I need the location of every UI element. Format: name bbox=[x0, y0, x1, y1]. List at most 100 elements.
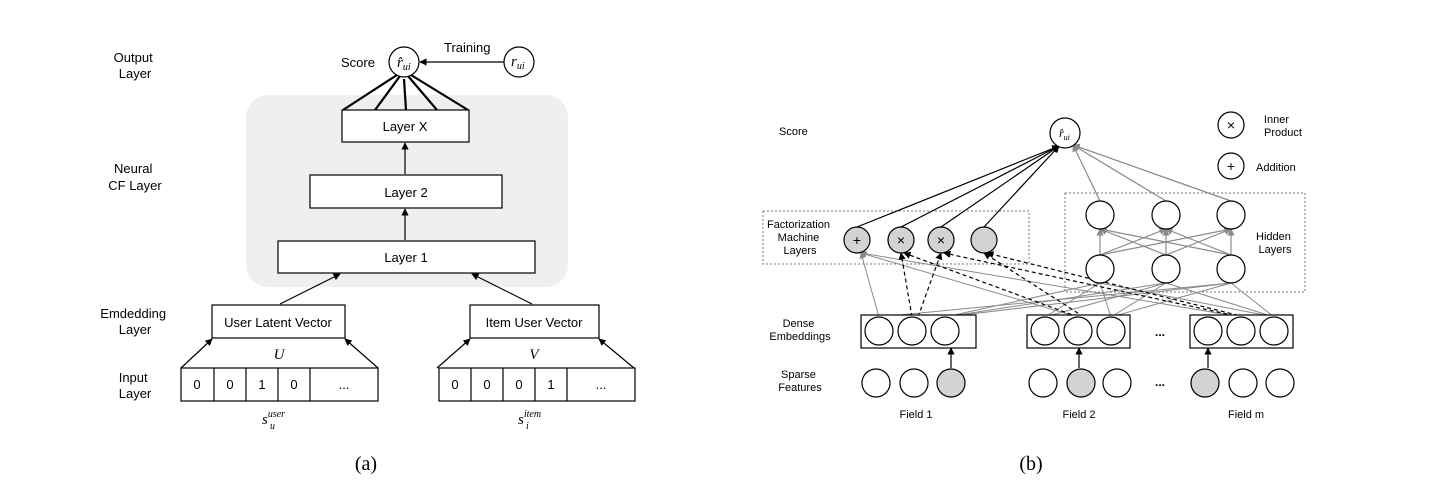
sparse-to-dense-arrows bbox=[947, 347, 1212, 368]
sparse-node-active bbox=[1190, 368, 1220, 398]
sparse-node bbox=[1228, 368, 1258, 398]
training-label: Training bbox=[444, 40, 490, 55]
fm-node-symbol: × bbox=[937, 232, 945, 248]
predicted-score-symbol: r̂ui bbox=[397, 55, 411, 73]
score-node-symbol: r̂ui bbox=[1059, 126, 1070, 142]
inner-product-edge bbox=[898, 252, 913, 318]
sparse-node-active bbox=[1066, 368, 1096, 398]
sparse-node bbox=[899, 368, 929, 398]
panel-a: Output Layer Neural CF Layer Emdedding L… bbox=[100, 40, 636, 475]
layer-x-to-score-edges bbox=[342, 74, 469, 111]
neural-cf-layer-label: Neural CF Layer bbox=[108, 161, 162, 193]
dense-to-hidden-edge bbox=[1165, 282, 1275, 318]
true-score-symbol: rui bbox=[511, 54, 525, 72]
fm-node-addition bbox=[843, 226, 871, 254]
hidden-edge bbox=[1165, 228, 1232, 256]
layer-x-label: Layer X bbox=[383, 119, 428, 134]
u-projection bbox=[180, 338, 379, 369]
user-to-layer-1-arrow bbox=[279, 273, 341, 305]
fm-layers-label: Factorization Machine Layers bbox=[767, 219, 833, 257]
dense-to-hidden-edge bbox=[1110, 282, 1232, 318]
hidden-edge bbox=[1099, 228, 1167, 256]
dense-embeddings bbox=[860, 314, 1294, 349]
hidden-node bbox=[1151, 200, 1181, 230]
field-m-label: Field m bbox=[1228, 409, 1264, 421]
embedding-layer-label: Emdedding Layer bbox=[100, 306, 169, 337]
layer-x-box bbox=[341, 109, 470, 143]
input-cell: ... bbox=[339, 377, 350, 392]
dense-to-hidden-edge bbox=[878, 282, 1232, 318]
hidden-nodes bbox=[1085, 200, 1246, 284]
inner-product-edge bbox=[943, 250, 1242, 318]
fm-to-score-edge bbox=[900, 145, 1060, 228]
score-label: Score bbox=[341, 55, 375, 70]
hidden-node bbox=[1085, 254, 1115, 284]
hidden-node bbox=[1216, 200, 1246, 230]
layer-2-box bbox=[309, 174, 503, 209]
fm-node-symbol: × bbox=[897, 232, 905, 248]
score-label-b: Score bbox=[779, 126, 808, 138]
hidden-layers-label: Hidden Layers bbox=[1256, 231, 1294, 256]
item-input-values: 0 0 0 1 ... bbox=[451, 377, 606, 392]
dense-node bbox=[1096, 316, 1126, 346]
user-input-values: 0 0 1 0 ... bbox=[193, 377, 349, 392]
dense-ellipsis: ... bbox=[1155, 325, 1165, 339]
input-cell: 1 bbox=[258, 377, 265, 392]
hidden-to-score-edge bbox=[1072, 144, 1167, 202]
input-cell: 1 bbox=[547, 377, 554, 392]
addition-legend-symbol: + bbox=[1227, 158, 1235, 174]
hidden-node bbox=[1151, 254, 1181, 284]
dense-node bbox=[1193, 316, 1223, 346]
fm-to-score-edge bbox=[983, 145, 1060, 228]
dense-node bbox=[1030, 316, 1060, 346]
fm-node-product bbox=[887, 226, 915, 254]
inner-product-edge bbox=[983, 252, 1085, 318]
v-projection bbox=[436, 338, 635, 369]
user-latent-vector-label: User Latent Vector bbox=[224, 315, 332, 330]
fm-to-score-edge bbox=[940, 145, 1060, 228]
predicted-score-node bbox=[388, 46, 420, 78]
layer-2-label: Layer 2 bbox=[384, 185, 427, 200]
hidden-to-score-edge bbox=[1072, 144, 1101, 202]
inner-product-edge bbox=[917, 252, 943, 318]
caption-a: (a) bbox=[355, 453, 377, 475]
sparse-node bbox=[861, 368, 891, 398]
item-input-vector bbox=[438, 367, 636, 402]
dense-embeddings-label: Dense Embeddings bbox=[769, 318, 831, 343]
sparse-node bbox=[1265, 368, 1295, 398]
caption-b: (b) bbox=[1019, 453, 1042, 475]
layer-1-label: Layer 1 bbox=[384, 250, 427, 265]
fm-to-score-edge bbox=[856, 145, 1060, 228]
sparse-features-label: Sparse Features bbox=[778, 369, 822, 394]
hidden-node bbox=[1085, 200, 1115, 230]
input-cell: 0 bbox=[451, 377, 458, 392]
dense-to-addition-edge bbox=[860, 251, 1079, 318]
dense-to-addition-edge bbox=[859, 252, 880, 318]
score-node bbox=[1049, 117, 1081, 149]
fm-node-product bbox=[927, 226, 955, 254]
u-label: U bbox=[274, 347, 286, 363]
v-label: V bbox=[529, 347, 540, 363]
panel-b: Score Factorization Machine Layers Hidde… bbox=[762, 111, 1306, 475]
user-latent-vector-box bbox=[211, 304, 346, 339]
field-1-label: Field 1 bbox=[899, 409, 932, 421]
addition-legend-label: Addition bbox=[1256, 162, 1296, 174]
inner-product-legend-node bbox=[1217, 111, 1245, 139]
hidden-node bbox=[1216, 254, 1246, 284]
dense-node bbox=[1259, 316, 1289, 346]
fm-node-symbol: + bbox=[853, 232, 861, 248]
fm-nodes: + × × bbox=[843, 226, 998, 254]
layer-1-box bbox=[277, 240, 536, 274]
dense-node bbox=[1063, 316, 1093, 346]
fm-node-plain bbox=[970, 226, 998, 254]
input-cell: 0 bbox=[290, 377, 297, 392]
hidden-edge bbox=[1099, 226, 1232, 256]
item-user-vector-label: Item User Vector bbox=[486, 315, 583, 330]
panel-b-edges bbox=[856, 143, 1275, 318]
hidden-layers-box bbox=[1064, 192, 1306, 293]
dense-node bbox=[930, 316, 960, 346]
dense-to-hidden-edge bbox=[1044, 282, 1167, 318]
